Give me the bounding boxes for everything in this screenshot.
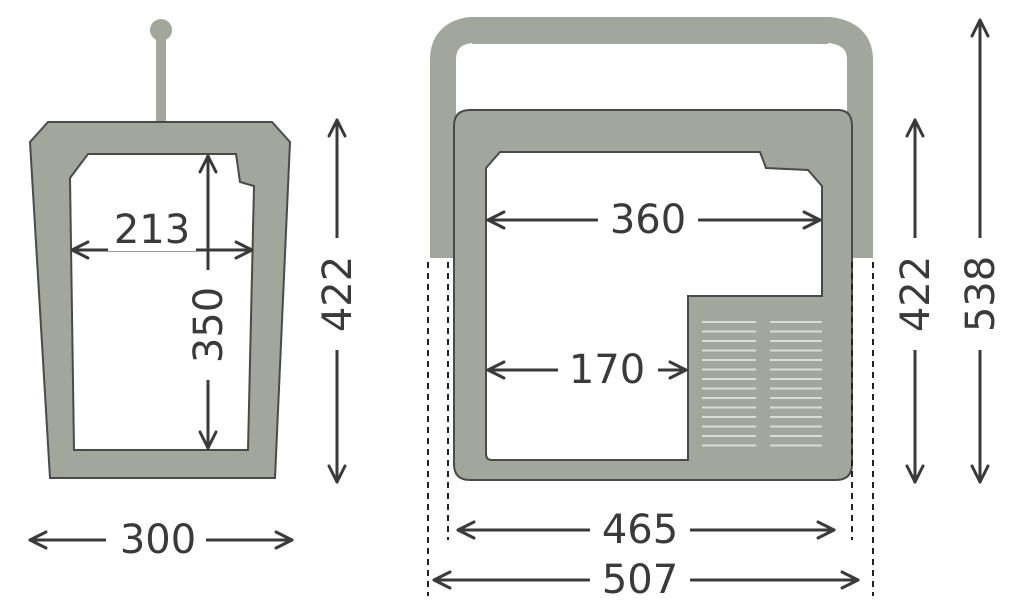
side-inner-width-label: 213: [114, 207, 190, 253]
front-handle-grip: [472, 18, 828, 44]
side-view: 213 350 422 300: [28, 19, 361, 563]
front-total-width-label: 507: [602, 557, 678, 603]
front-view: 360 170 422 538 465 507: [427, 17, 1004, 603]
front-total-height-label: 538: [958, 256, 1004, 332]
front-inner-width-top-label: 360: [610, 197, 686, 243]
front-inner-width-bottom-label: 170: [569, 347, 645, 393]
side-handle-knob: [150, 19, 172, 41]
front-body-height-label: 422: [893, 256, 939, 332]
side-inner-depth-label: 350: [186, 287, 232, 363]
side-width-label: 300: [120, 517, 196, 563]
front-vent-grille: [702, 321, 822, 447]
side-handle-stem: [156, 30, 166, 125]
side-height-label: 422: [315, 256, 361, 332]
front-body-width-label: 465: [602, 507, 678, 553]
